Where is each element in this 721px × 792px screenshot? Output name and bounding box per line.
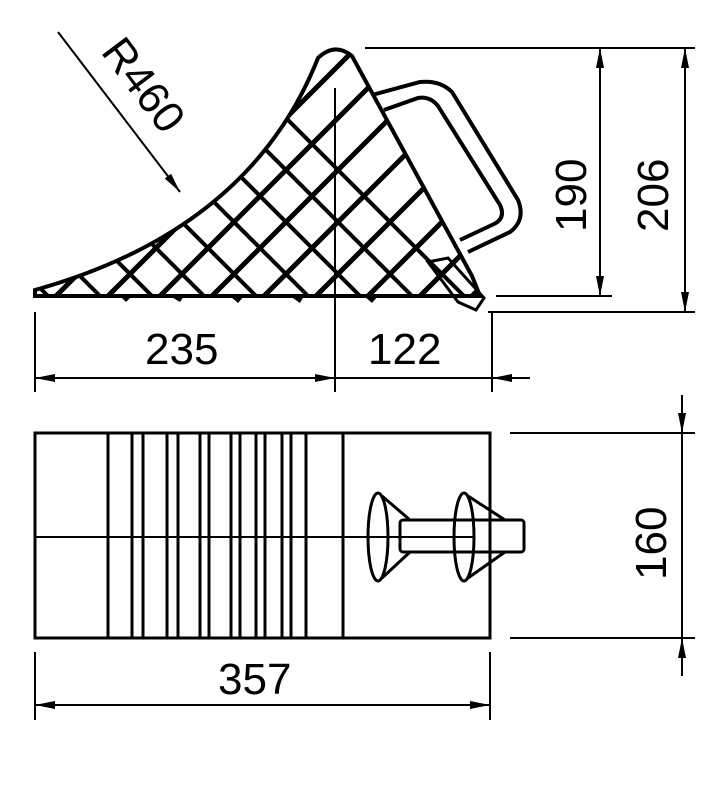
radius-leader	[57, 31, 181, 193]
rib-lines	[106, 433, 345, 638]
handle-inner	[383, 95, 504, 242]
radius-label: R460	[92, 29, 194, 142]
rib-line	[416, 232, 480, 296]
base-teeth	[120, 296, 378, 303]
rib-line	[52, 49, 309, 296]
handle-outer	[371, 79, 523, 254]
rib-line	[156, 49, 413, 296]
handle-top	[366, 491, 526, 583]
side-view: R460 235 122 190 206	[33, 29, 695, 392]
top-outline	[33, 431, 492, 640]
dimension-235: 235	[145, 325, 218, 374]
top-view: 160 357	[33, 395, 695, 720]
dimension-122: 122	[368, 325, 441, 374]
arrow	[492, 374, 512, 382]
dimension-357: 357	[218, 655, 291, 704]
dimension-190: 190	[547, 159, 596, 232]
wedge-spike	[425, 256, 486, 312]
wedge-outline	[33, 47, 483, 298]
rib-line	[468, 284, 480, 296]
rib-line	[312, 128, 480, 296]
rib-line	[55, 49, 312, 296]
dimension-206: 206	[629, 159, 678, 232]
dimension-160: 160	[627, 507, 676, 580]
rib-line	[35, 177, 156, 296]
